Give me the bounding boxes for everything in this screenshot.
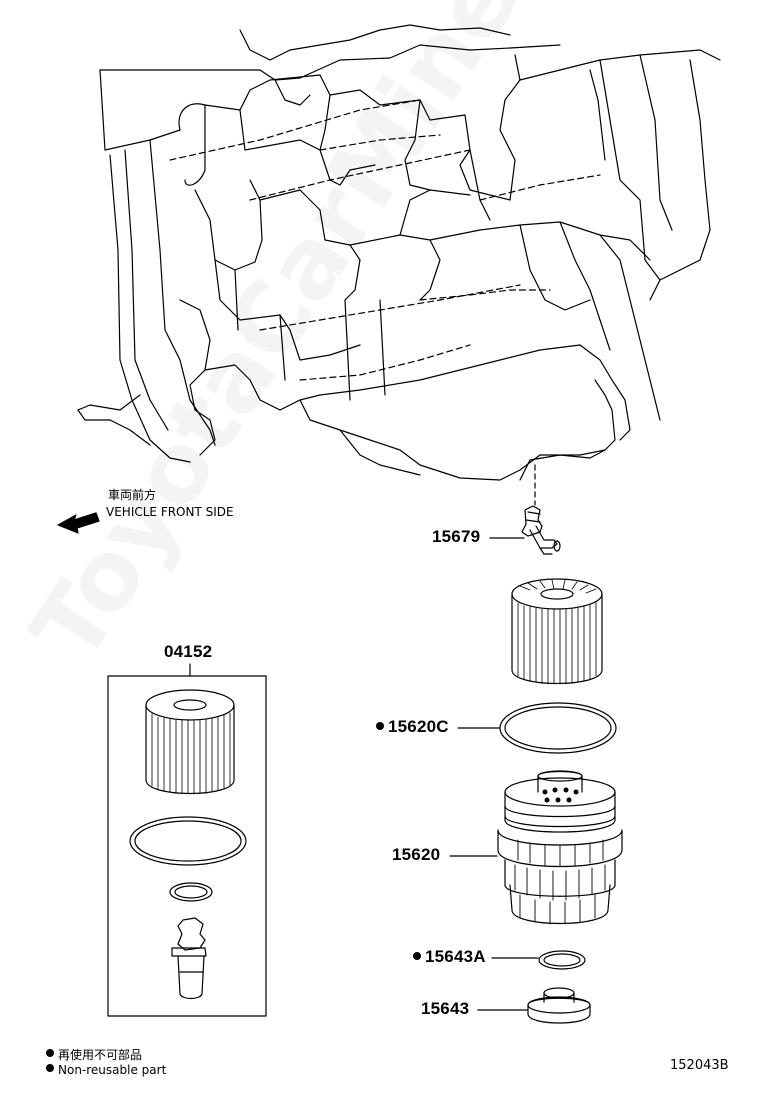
part-id-15620c: 15620C xyxy=(388,717,449,736)
part-label-15643a[interactable]: 15643A xyxy=(413,947,486,967)
part-15679-drawing xyxy=(521,505,561,555)
figure-code: 152043B xyxy=(670,1058,729,1073)
non-reusable-bullet-icon xyxy=(46,1049,54,1057)
direction-label-jp: 車両前方 xyxy=(108,488,157,502)
legend-jp-text: 再使用不可部品 xyxy=(58,1048,143,1062)
non-reusable-bullet-icon xyxy=(46,1064,54,1072)
non-reusable-bullet-icon xyxy=(376,722,384,730)
legend-en: Non-reusable part xyxy=(46,1063,166,1077)
part-15620c-drawing xyxy=(499,702,617,754)
engine-block-drawing xyxy=(77,24,721,481)
part-label-15620[interactable]: 15620 xyxy=(392,845,441,864)
part-label-15620c[interactable]: 15620C xyxy=(376,717,449,737)
part-15620-drawing xyxy=(497,770,623,925)
part-label-15643[interactable]: 15643 xyxy=(421,999,470,1018)
kit-04152-frame xyxy=(107,675,267,1017)
part-15643a-drawing xyxy=(538,950,586,970)
legend-jp: 再使用不可部品 xyxy=(46,1046,142,1063)
kit-04152-contents xyxy=(129,689,247,1000)
part-id-15643a: 15643A xyxy=(425,947,486,966)
non-reusable-bullet-icon xyxy=(413,952,421,960)
direction-label-en: VEHICLE FRONT SIDE xyxy=(106,505,234,519)
filter-element-drawing xyxy=(511,578,603,685)
kit-label-04152[interactable]: 04152 xyxy=(164,642,213,661)
part-label-15679[interactable]: 15679 xyxy=(432,527,481,546)
front-direction-arrow-icon xyxy=(57,512,100,534)
legend-en-text: Non-reusable part xyxy=(58,1063,167,1077)
part-15643-drawing xyxy=(527,987,591,1024)
